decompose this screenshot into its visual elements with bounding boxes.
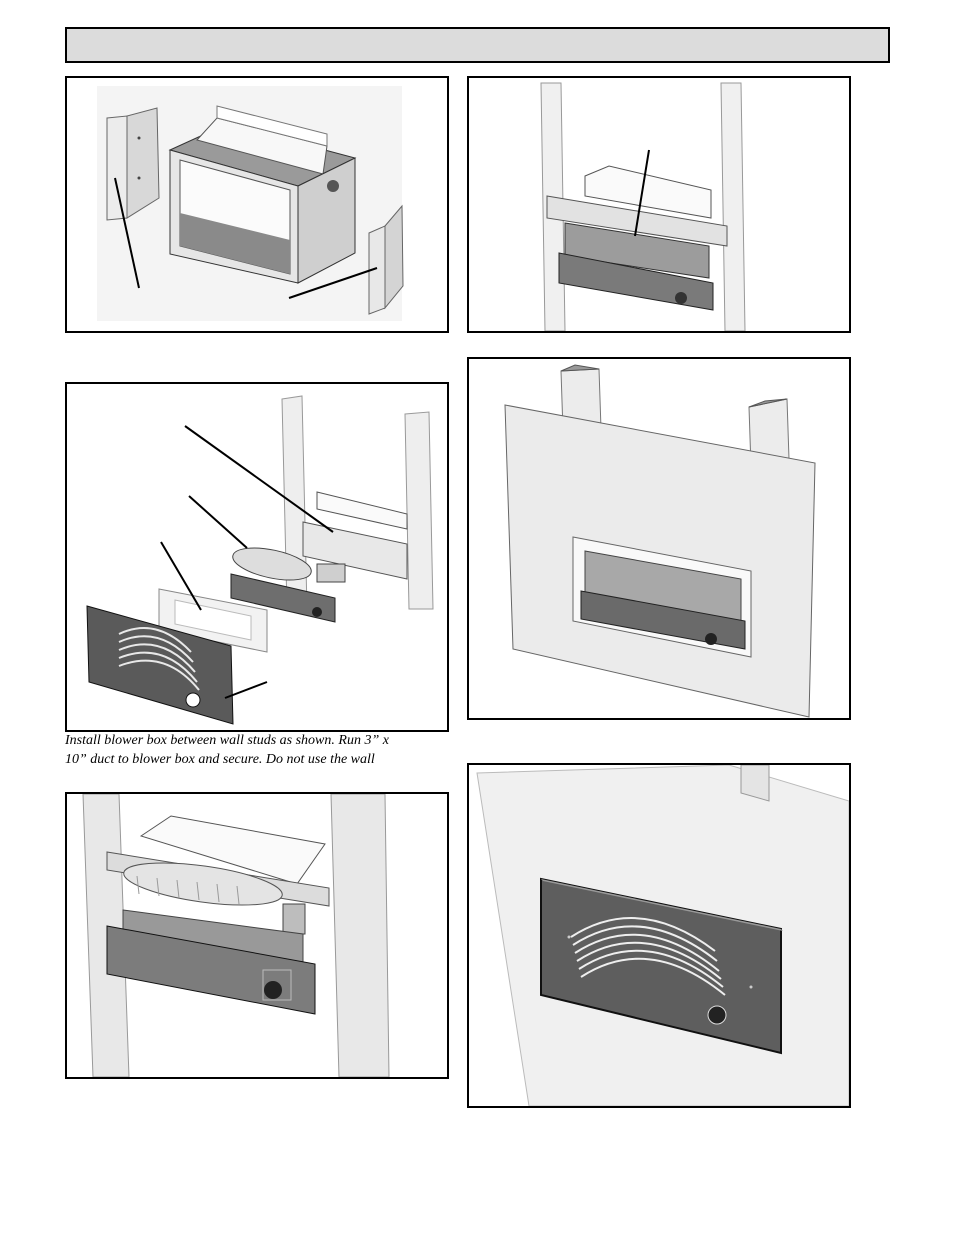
figure-blower-box-brackets: [65, 76, 449, 333]
installed-box-closeup-illustration: [82, 794, 390, 1077]
figure-box-between-studs: [467, 76, 851, 333]
installation-instructions: Install blower box between wall studs as…: [65, 731, 449, 769]
blower-box-bracket-illustration: [97, 86, 404, 321]
figure-finished-grille: [467, 763, 851, 1108]
section-header-bar: [65, 27, 890, 63]
exploded-assembly-illustration: [86, 395, 434, 725]
box-between-studs-illustration: [540, 82, 746, 331]
instruction-line-2: 10” duct to blower box and secure. Do no…: [65, 752, 375, 767]
figure-drywall-opening: [467, 357, 851, 720]
figure-exploded-assembly: [65, 382, 449, 732]
instruction-line-1: Install blower box between wall studs as…: [65, 733, 389, 748]
figure-installed-box-closeup: [65, 792, 449, 1079]
finished-grille-illustration: [476, 765, 849, 1106]
drywall-opening-illustration: [504, 364, 816, 718]
